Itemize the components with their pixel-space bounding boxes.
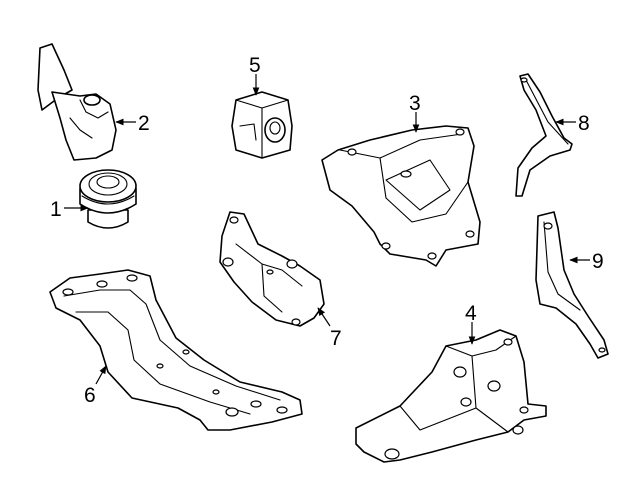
callout-line-7 [317,307,331,327]
callout-number-5: 5 [249,54,261,77]
part-9-drawing[interactable] [535,211,609,359]
callout-number-8: 8 [578,112,590,135]
part-8-drawing[interactable] [515,73,573,197]
part-1-drawing[interactable] [79,169,137,229]
callout-line-6 [95,365,107,385]
callout-number-6: 6 [84,384,96,407]
callout-number-3: 3 [409,92,421,115]
part-2-drawing[interactable] [37,43,117,161]
part-7-drawing[interactable] [219,211,325,327]
callout-number-4: 4 [465,302,477,325]
callout-number-2: 2 [138,112,150,135]
part-5-drawing[interactable] [231,91,293,159]
callout-number-9: 9 [592,250,604,273]
part-3-drawing[interactable] [321,125,481,267]
part-4-drawing[interactable] [355,329,547,463]
callout-number-7: 7 [330,327,342,350]
part-6-drawing[interactable] [49,269,303,431]
callout-number-1: 1 [50,198,62,221]
